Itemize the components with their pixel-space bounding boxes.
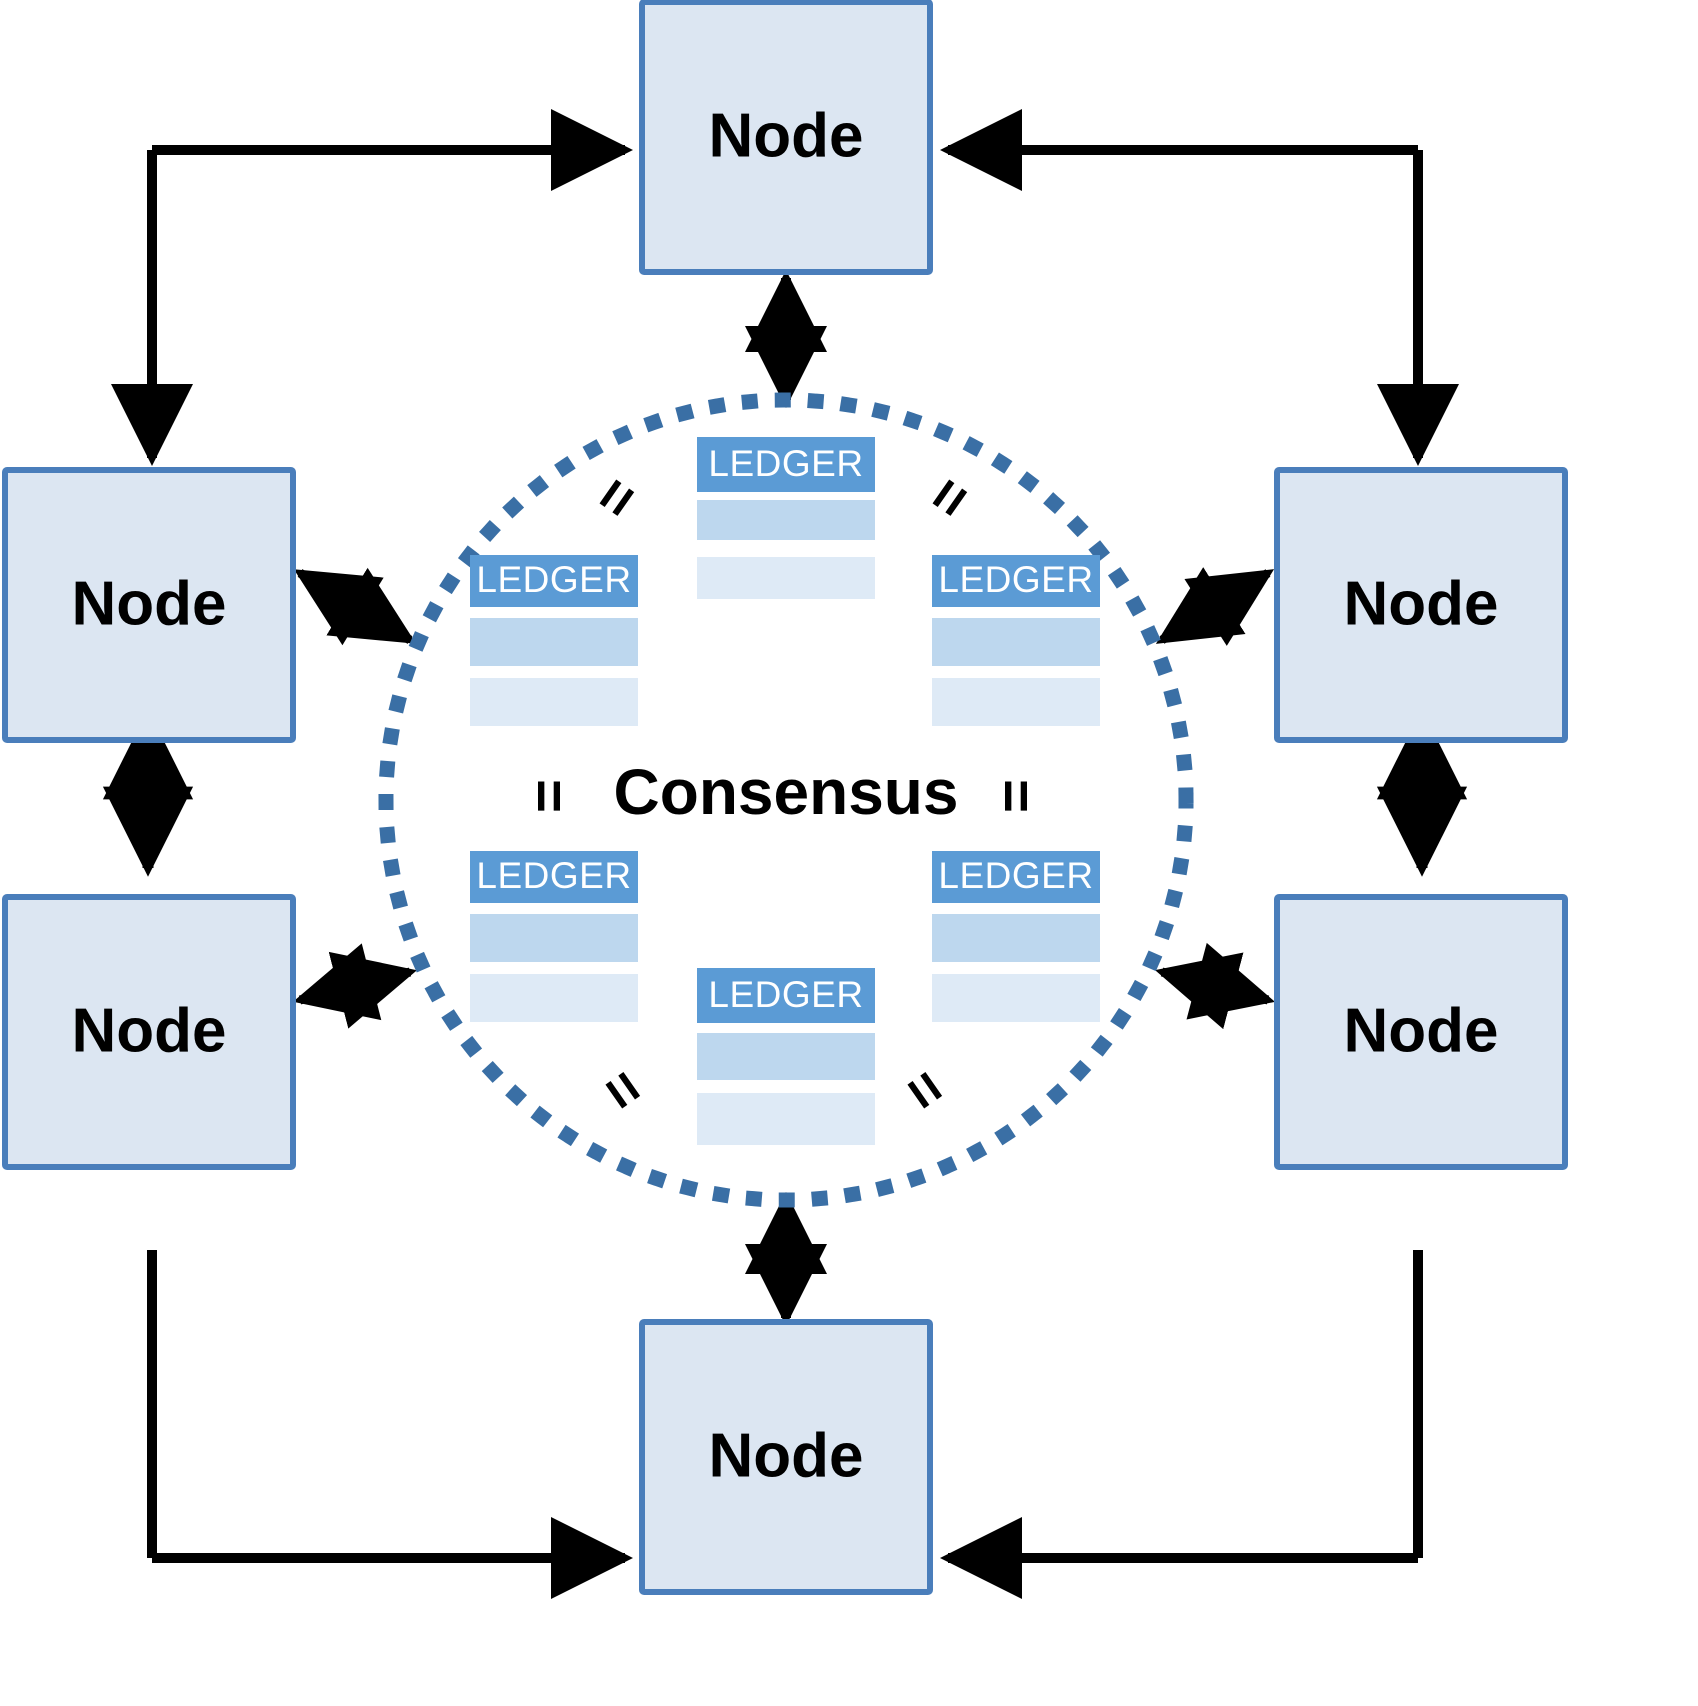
ledger-lower-left-header <box>470 851 638 903</box>
node-right-upper-box[interactable] <box>1274 467 1568 743</box>
ledger-upper-left[interactable]: LEDGER <box>470 555 638 726</box>
node-bottom[interactable]: Node <box>639 1319 933 1595</box>
ledger-upper-left-header <box>470 555 638 607</box>
consensus-boundary-circle <box>378 392 1194 1208</box>
ledger-lower-left-row-1 <box>470 914 638 962</box>
node-boxes: Node Node Node Node Node Node <box>2 0 1568 1595</box>
ledger-bottom[interactable]: LEDGER <box>697 968 875 1145</box>
ledger-bottom-row-2 <box>697 1093 875 1145</box>
conn-right-lower-to-center <box>1155 942 1275 1030</box>
node-left-upper-label: Node <box>72 569 227 638</box>
node-top-box[interactable] <box>639 0 933 275</box>
conn-right-upper-to-center <box>1155 567 1275 646</box>
node-right-lower-label: Node <box>1344 996 1499 1065</box>
eq-bottom-right: = <box>888 1058 961 1123</box>
node-left-lower-label: Node <box>72 996 227 1065</box>
ledger-upper-left-row-1 <box>470 618 638 666</box>
eq-mid-right: = <box>983 779 1048 813</box>
ledger-upper-right-header <box>932 555 1100 607</box>
ledger-top-label: LEDGER <box>708 443 863 484</box>
ledger-upper-right[interactable]: LEDGER <box>932 555 1100 726</box>
ledger-lower-left-row-2 <box>470 974 638 1022</box>
ledger-upper-left-row-2 <box>470 678 638 726</box>
outer-elbow-connectors <box>111 109 1459 1599</box>
ledger-lower-right-label: LEDGER <box>938 855 1093 896</box>
center-connectors <box>293 269 1275 1326</box>
node-right-lower[interactable]: Node <box>1274 894 1568 1170</box>
conn-left-upper-to-center <box>293 567 417 646</box>
ledger-stacks: LEDGER LEDGER LEDGER LEDGER <box>470 437 1100 1145</box>
node-bottom-box[interactable] <box>639 1319 933 1595</box>
eq-top-right: = <box>913 465 986 530</box>
ledger-bottom-header <box>697 968 875 1023</box>
conn-left-lower-to-center <box>293 943 417 1029</box>
ledger-upper-right-row-1 <box>932 618 1100 666</box>
eq-bottom-left: = <box>586 1058 659 1123</box>
node-top[interactable]: Node <box>639 0 933 275</box>
ledger-top-row-2 <box>697 557 875 599</box>
ledger-lower-right[interactable]: LEDGER <box>932 851 1100 1022</box>
node-left-lower[interactable]: Node <box>2 894 296 1170</box>
node-left-lower-box[interactable] <box>2 894 296 1170</box>
ledger-lower-left-label: LEDGER <box>476 855 631 896</box>
ledger-upper-left-label: LEDGER <box>476 559 631 600</box>
node-right-upper[interactable]: Node <box>1274 467 1568 743</box>
node-left-upper[interactable]: Node <box>2 467 296 743</box>
ledger-lower-right-row-2 <box>932 974 1100 1022</box>
eq-top-left: = <box>580 465 653 530</box>
consensus-label: Consensus <box>614 756 959 828</box>
node-right-lower-box[interactable] <box>1274 894 1568 1170</box>
eq-mid-left: = <box>516 779 581 813</box>
ledger-lower-left[interactable]: LEDGER <box>470 851 638 1022</box>
ledger-lower-right-row-1 <box>932 914 1100 962</box>
node-left-upper-box[interactable] <box>2 467 296 743</box>
ledger-top-header <box>697 437 875 492</box>
node-bottom-label: Node <box>709 1421 864 1490</box>
ledger-bottom-label: LEDGER <box>708 974 863 1015</box>
ledger-bottom-row-1 <box>697 1033 875 1080</box>
ledger-upper-right-label: LEDGER <box>938 559 1093 600</box>
ledger-top[interactable]: LEDGER <box>697 437 875 599</box>
node-right-upper-label: Node <box>1344 569 1499 638</box>
ledger-upper-right-row-2 <box>932 678 1100 726</box>
node-top-label: Node <box>709 101 864 170</box>
ledger-top-row-1 <box>697 500 875 540</box>
ledger-lower-right-header <box>932 851 1100 903</box>
